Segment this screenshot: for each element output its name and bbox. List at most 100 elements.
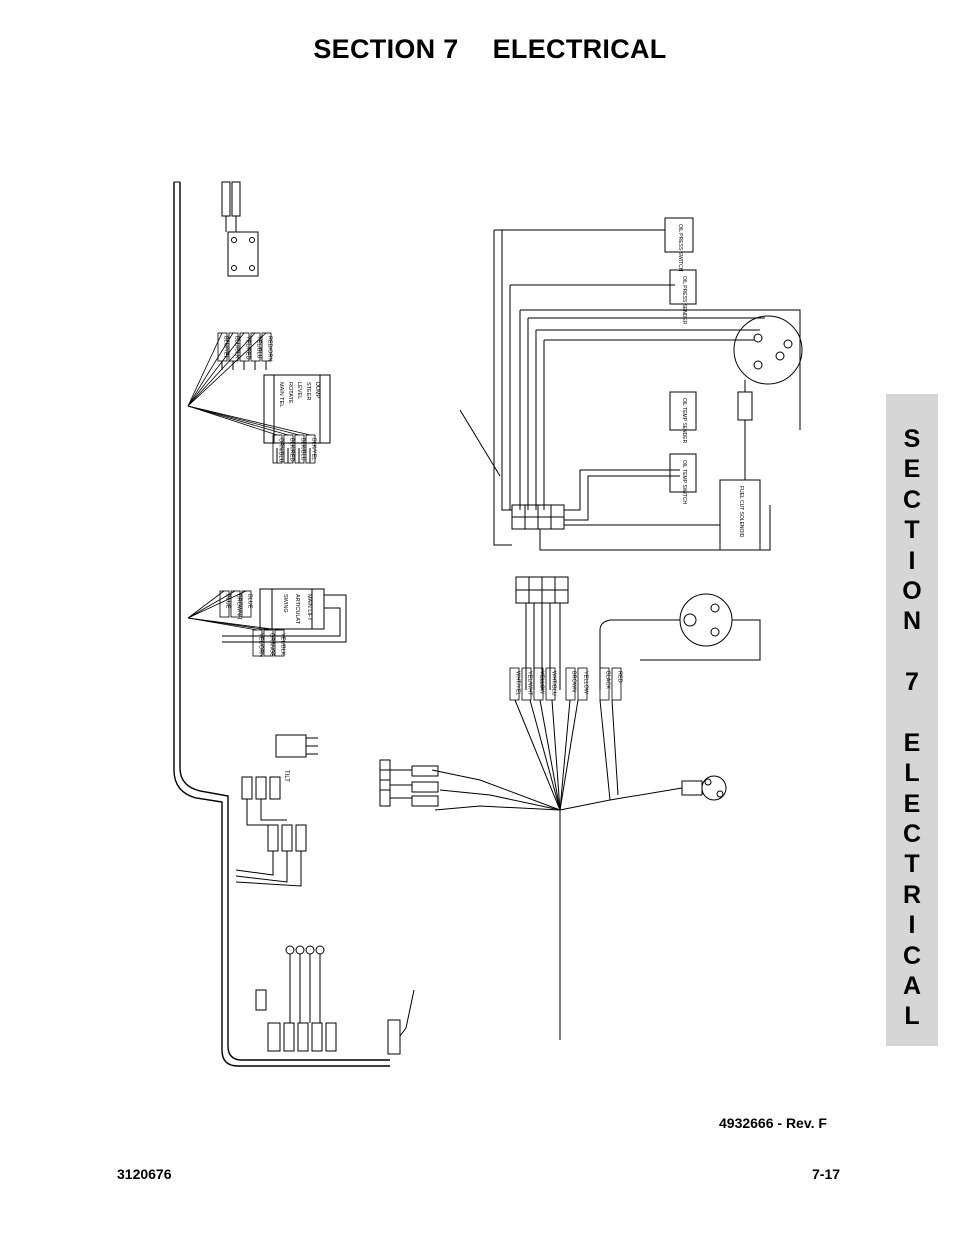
toggle-label: ROTATE	[287, 382, 293, 404]
wire-label: BLUE	[241, 590, 253, 618]
wire-label-text: BLU/BLK	[234, 336, 240, 359]
side-tab-letter: E	[903, 455, 921, 484]
toggle-label: STEER	[305, 382, 311, 400]
side-tab-letter	[886, 637, 938, 667]
side-tab-letter: C	[902, 820, 922, 849]
starter-connector	[515, 576, 761, 690]
wire-label: RED/ORN	[261, 332, 273, 362]
wire-label: BLACK	[599, 667, 611, 701]
side-tab-letter: I	[908, 546, 916, 575]
wire-label: YELLOW	[577, 667, 589, 701]
sensor-box-label: OIL PRESS SWITCH	[677, 224, 683, 272]
wire-label: YEL/BLK	[274, 629, 286, 657]
sensor-box-label: OIL PRESS SENDER	[681, 276, 687, 325]
wire-label-text: BLUE	[225, 594, 231, 609]
side-tab-letter: E	[903, 789, 921, 818]
side-tab-letter: T	[904, 516, 920, 545]
wire-label-text: YEL/ORN	[258, 633, 264, 657]
function-label: SWING	[282, 594, 288, 613]
function-labels: SWING ARTICULAT MAIN LIFT	[282, 594, 312, 625]
sensor-boxes: OIL PRESS SWITCH OIL PRESS SENDER OIL TEMP…	[664, 217, 761, 551]
wire-label-text: BLU/YEL	[223, 336, 229, 359]
side-tab-letter: T	[904, 850, 920, 879]
wire-label: YEL/WHT	[521, 667, 533, 701]
engine-harness	[459, 229, 780, 551]
wire-label-text: BLK/RED	[289, 438, 295, 462]
function-label: ARTICULAT	[294, 594, 300, 625]
wire-label: RED	[611, 667, 623, 701]
side-tab-letter	[886, 698, 938, 728]
side-tab-letter: O	[902, 576, 922, 605]
page-number: 7-17	[812, 1166, 841, 1182]
wire-label-text: BROWN	[571, 671, 577, 692]
side-tab-letter: C	[902, 941, 922, 970]
side-tab-letter: A	[902, 972, 922, 1001]
side-tab-letter: 7	[905, 668, 919, 697]
side-tab-letter: R	[902, 880, 922, 909]
wire-label-text: WHT/YEL	[515, 671, 521, 695]
harness-convergence	[379, 699, 727, 1040]
wire-label-text: BLACK	[605, 671, 611, 689]
section-number: SECTION 7	[313, 34, 459, 64]
side-tab-letter: E	[903, 728, 921, 757]
wire-label: YELLOW	[533, 667, 545, 701]
function-switch-block	[222, 588, 347, 643]
wire-label: BLK/RED	[283, 434, 295, 464]
toggle-label: DUMP	[314, 382, 320, 399]
sensor-box-label: OIL TEMP SWITCH	[681, 460, 687, 504]
sensor-box: OIL PRESS SWITCH	[664, 217, 694, 272]
toggle-label: MAIN TEL	[278, 382, 284, 407]
tilt-alarm-area: TILT	[235, 734, 318, 887]
wire-label: WHT/BLU	[545, 667, 557, 701]
wire-label-text: YEL/BLK	[280, 633, 286, 656]
harness-trunk	[173, 181, 390, 1067]
toggle-switch-block	[263, 374, 331, 444]
wire-label-text: BLUE	[247, 594, 253, 609]
sensor-box: OIL TEMP SENDER	[669, 391, 697, 444]
wire-label: WHT/YEL	[509, 667, 521, 701]
wire-label: ORN/BLU	[272, 434, 284, 464]
alternator	[733, 309, 803, 480]
side-tab-letter: L	[904, 759, 920, 788]
wire-label: BROWN/T	[230, 590, 242, 621]
function-label: MAIN LIFT	[306, 594, 312, 621]
wire-label-text: YEL/WHT	[527, 671, 533, 696]
wire-label-text: BLK/YEL	[311, 438, 317, 460]
wire-label: BLU/YEL	[217, 332, 229, 362]
wire-label: BROWN	[565, 667, 577, 701]
wire-label-text: ORANGE	[269, 633, 275, 657]
top-switch-block	[221, 181, 259, 277]
toggle-label: LEVEL	[296, 382, 302, 399]
wire-label-text: BROWN/T	[236, 594, 242, 621]
svg-text:TILT: TILT	[283, 770, 289, 782]
wire-label: BLK/BLU	[294, 434, 306, 464]
side-tab-letter: C	[902, 485, 922, 514]
wire-label-group: WHT/YEL YEL/WHT YELLOW WHT/BLU BROWN YELLOW BL…	[509, 667, 623, 701]
side-tab-letter: N	[902, 607, 922, 636]
wire-label: YEL/RED	[239, 332, 251, 362]
wire-label-text: WHT/BLU	[551, 671, 557, 696]
document-number: 3120676	[117, 1166, 172, 1182]
revision-label: 4932666 - Rev. F	[719, 1115, 827, 1131]
wire-label-text: YEL/RED	[245, 336, 251, 360]
sensor-box: FUEL CUT SOLENOID	[719, 479, 761, 551]
sensor-box-label: FUEL CUT SOLENOID	[738, 486, 744, 538]
wire-label-text: RED	[617, 671, 623, 683]
wire-label-text: YELLOW	[539, 671, 545, 695]
wire-label: BLK/YEL	[305, 434, 317, 464]
wire-label: BLUE	[219, 590, 231, 618]
wire-label-text: YEL/BLU	[256, 336, 262, 359]
wire-label: YEL/ORN	[252, 629, 264, 657]
wire-label-text: ORN/BLU	[278, 438, 284, 462]
sensor-box-label: OIL TEMP SENDER	[681, 398, 687, 444]
function-fan-group: BLUE BROWN/T BLUE YEL/ORN ORANGE YEL/BLK	[187, 590, 286, 657]
side-tab-letter: S	[903, 425, 921, 453]
side-tab-letter: L	[904, 1002, 920, 1031]
wire-label-text: YELLOW	[583, 671, 589, 695]
sensor-box: OIL TEMP SWITCH	[669, 453, 697, 504]
